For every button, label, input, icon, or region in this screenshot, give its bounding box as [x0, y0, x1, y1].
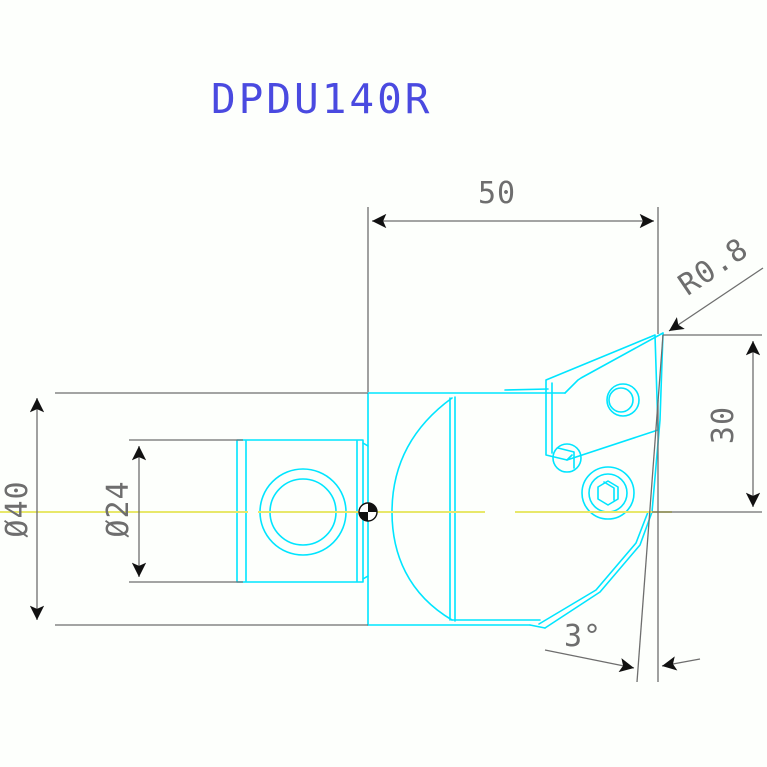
angle-arrow-left — [544, 649, 635, 673]
dimension-label-head-height: 30 — [706, 406, 741, 444]
dimension-label-length: 50 — [478, 176, 516, 211]
dimension-label-bore-diameter: Ø24 — [101, 480, 136, 537]
drawing-title: DPDU140R — [211, 75, 432, 123]
dimension-lead-angle — [544, 334, 701, 683]
center-point-marker — [358, 502, 378, 522]
shank-block-outline — [236, 439, 364, 583]
leader-line-r08 — [668, 267, 764, 332]
dimension-height-30 — [652, 334, 762, 513]
pivot-pin-detail — [557, 447, 575, 469]
angle-arrow-right — [661, 656, 701, 671]
dimension-label-lead-angle: 3° — [564, 619, 602, 654]
pivot-pin-circle — [552, 443, 582, 473]
dimension-label-shank-diameter: Ø40 — [0, 480, 35, 537]
head-lower-face-inner — [538, 511, 649, 625]
insert-clamp-plate — [545, 334, 659, 461]
angle-ref-line-taper — [636, 334, 664, 683]
dimension-diameter-24 — [129, 439, 243, 583]
shank-step-top — [362, 442, 369, 447]
head-bottom-taper — [529, 624, 546, 629]
locating-hole-inner-circle — [608, 387, 634, 413]
dimension-label-corner-radius: R0.8 — [672, 231, 755, 303]
locating-hole-outer-circle — [606, 383, 640, 417]
head-lower-face — [544, 511, 653, 629]
clamp-screw-outer-circle — [581, 466, 635, 520]
part-geometry — [236, 332, 664, 629]
leader-corner-radius — [668, 267, 764, 332]
head-right-face — [651, 332, 664, 513]
shank-step-bottom — [362, 575, 369, 580]
body-top-chamfer — [504, 388, 549, 391]
dimension-length-50 — [367, 207, 659, 392]
dimension-diameter-40 — [29, 392, 368, 626]
clamp-screw-hex-socket — [597, 480, 619, 506]
pocket-cavity-arc — [391, 397, 453, 621]
clamp-screw-hex-highlight — [603, 481, 615, 501]
insert-clamp-lower-edge — [566, 454, 573, 461]
head-outline — [564, 332, 664, 394]
clamp-screw-mid-circle — [588, 473, 628, 513]
